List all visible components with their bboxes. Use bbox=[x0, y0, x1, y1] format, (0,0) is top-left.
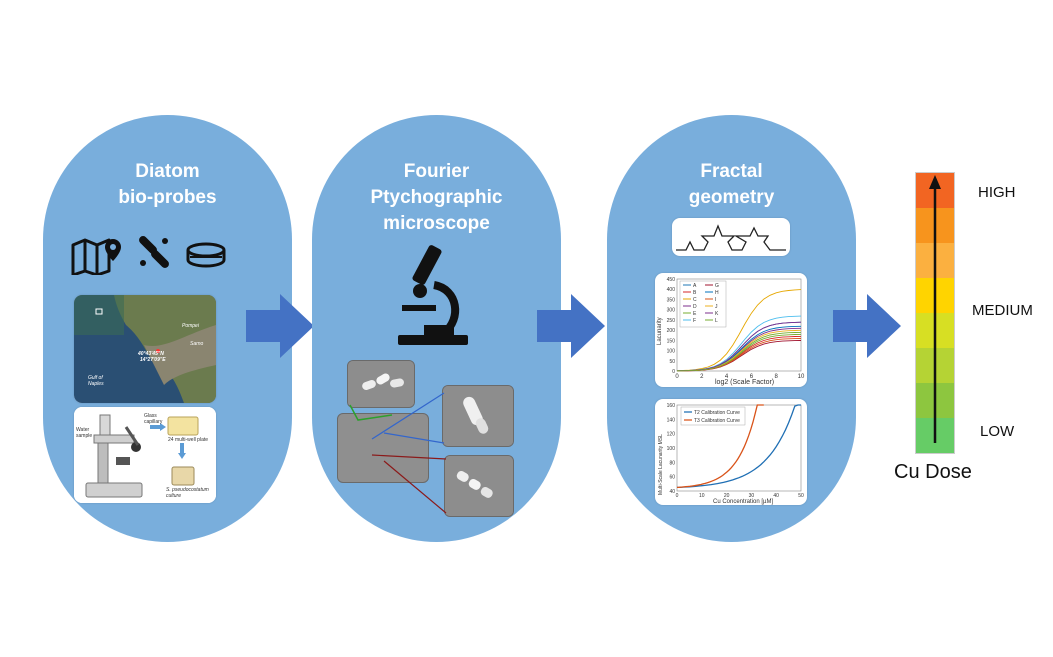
lacunarity-legend-box bbox=[679, 280, 727, 328]
lacunarity-legend-entry: A bbox=[693, 283, 697, 289]
lab-setup-image: Water sample Glass capillary 24 multi-we… bbox=[74, 407, 216, 503]
lacunarity-y-tick: 350 bbox=[667, 297, 676, 303]
calibration-x-tick: 50 bbox=[798, 493, 804, 499]
lacunarity-legend-entry: C bbox=[693, 297, 697, 303]
calibration-x-tick: 0 bbox=[676, 493, 679, 499]
lacunarity-y-label: Lacunarity bbox=[657, 317, 663, 345]
lacunarity-x-label: log2 (Scale Factor) bbox=[715, 379, 774, 386]
zoom-lines bbox=[349, 392, 447, 514]
lacunarity-legend-entry: G bbox=[715, 283, 719, 289]
calibration-curve bbox=[676, 404, 764, 489]
calibration-axes bbox=[676, 404, 802, 492]
calibration-y-tick: 60 bbox=[669, 475, 675, 481]
lacunarity-x-tick: 4 bbox=[725, 374, 729, 380]
calibration-legend-entry: T3 Calibration Curve bbox=[694, 418, 740, 424]
lacunarity-y-tick: 150 bbox=[667, 338, 676, 344]
lacunarity-y-tick: 400 bbox=[667, 287, 676, 293]
lacunarity-legend-entry: H bbox=[715, 290, 719, 296]
lacunarity-legend-entry: J bbox=[715, 304, 718, 310]
lacunarity-plot: 0 50 100 150 200 250 300 350 400 450 0 2 4 6 8 10 ABCDE… bbox=[657, 277, 805, 386]
microscopy-tile-zoom-1 bbox=[442, 385, 514, 447]
lab-label-glass-capillary: Glass capillary bbox=[144, 413, 163, 425]
map-label-pompei: Pompei bbox=[182, 323, 199, 329]
lacunarity-y-tick: 250 bbox=[667, 318, 676, 324]
microscopy-tile-zoom-2 bbox=[444, 455, 514, 517]
lacunarity-x-tick: 6 bbox=[750, 374, 754, 380]
lacunarity-x-tick: 8 bbox=[775, 374, 779, 380]
flow-arrow-3 bbox=[833, 294, 901, 358]
calibration-plot: 40 60 80 100 120 140 160 0 10 20 30 40 50 T2 Calibra… bbox=[658, 403, 804, 505]
calibration-x-label: Cu Concentration [µM] bbox=[713, 499, 773, 505]
lacunarity-legend-entry: F bbox=[693, 318, 696, 324]
dose-arrow bbox=[929, 175, 941, 443]
dose-caption: Cu Dose bbox=[894, 461, 972, 483]
lacunarity-legend-entry: I bbox=[715, 297, 716, 303]
dose-label-low: LOW bbox=[980, 423, 1015, 440]
satellite-map-image: Pompei Sarno Gulf of Naples 40°43'45"N 1… bbox=[74, 295, 216, 403]
calibration-x-tick: 10 bbox=[699, 493, 705, 499]
koch-curve-image bbox=[672, 218, 790, 256]
microscope-icon bbox=[398, 245, 468, 345]
lacunarity-x-tick: 2 bbox=[700, 374, 704, 380]
petri-dish-icon bbox=[186, 242, 226, 268]
map-icon bbox=[71, 238, 121, 275]
calibration-chart: 40 60 80 100 120 140 160 0 10 20 30 40 50 T2 Calibra… bbox=[655, 399, 807, 505]
calibration-y-tick: 120 bbox=[667, 432, 676, 438]
map-label-lon: 14°27'09"E bbox=[140, 357, 166, 363]
lacunarity-y-tick: 200 bbox=[667, 328, 676, 334]
calibration-y-tick: 100 bbox=[667, 446, 676, 452]
map-label-lat: 40°43'45"N bbox=[138, 351, 164, 357]
lab-label-water-sample: Water sample bbox=[76, 427, 93, 439]
calibration-y-label: Multi-Scale Lacunarity MSL bbox=[658, 434, 664, 495]
lacunarity-legend-entry: D bbox=[693, 304, 697, 310]
microscopy-tile-main bbox=[337, 413, 429, 483]
cu-dose-scale bbox=[915, 172, 955, 454]
lab-label-culture: S. pseudocostatum culture bbox=[166, 487, 209, 499]
lacunarity-y-tick: 100 bbox=[667, 349, 676, 355]
lacunarity-y-tick: 0 bbox=[672, 369, 675, 375]
lacunarity-legend-entry: K bbox=[715, 311, 719, 317]
panel-title: Fractal geometry bbox=[688, 161, 775, 208]
microscopy-tile-top bbox=[347, 360, 415, 408]
map-label-gulf: Gulf of Naples bbox=[88, 375, 104, 387]
lacunarity-x-tick: 10 bbox=[798, 374, 805, 380]
lab-label-multi-well-plate: 24 multi-well plate bbox=[168, 437, 209, 443]
calibration-y-tick: 80 bbox=[669, 460, 675, 466]
lacunarity-axes bbox=[676, 278, 802, 372]
panel-fourier-ptychographic-microscope: Fourier Ptychographic microscope bbox=[312, 115, 561, 542]
dose-label-medium: MEDIUM bbox=[972, 302, 1033, 319]
lacunarity-curve bbox=[676, 289, 802, 372]
calibration-y-tick: 140 bbox=[667, 417, 676, 423]
calibration-x-tick: 20 bbox=[724, 493, 730, 499]
panel-title: Fourier Ptychographic microscope bbox=[370, 161, 503, 234]
lab-drawing bbox=[74, 407, 216, 503]
calibration-x-tick: 40 bbox=[773, 493, 779, 499]
lacunarity-curve bbox=[676, 333, 802, 372]
lacunarity-x-tick: 0 bbox=[675, 374, 679, 380]
map-label-sarno: Sarno bbox=[190, 341, 204, 347]
panel-diatom-bio-probes: Diatom bio-probes Pompei Sarno Gulf of N bbox=[43, 115, 292, 542]
lacunarity-legend-entry: L bbox=[715, 318, 718, 324]
lacunarity-y-tick: 450 bbox=[667, 277, 676, 283]
bacteria-icon bbox=[139, 236, 169, 268]
map-drawing bbox=[74, 295, 216, 403]
lacunarity-legend-entry: E bbox=[693, 311, 697, 317]
lacunarity-y-tick: 50 bbox=[669, 359, 675, 365]
calibration-y-tick: 160 bbox=[667, 403, 676, 409]
flow-arrow-1 bbox=[246, 294, 314, 358]
flow-arrow-2 bbox=[537, 294, 605, 358]
panel-title: Diatom bio-probes bbox=[118, 161, 217, 208]
lacunarity-legend-entry: B bbox=[693, 290, 697, 296]
calibration-y-tick: 40 bbox=[669, 489, 675, 495]
lacunarity-y-tick: 300 bbox=[667, 308, 676, 314]
calibration-legend-entry: T2 Calibration Curve bbox=[694, 410, 740, 416]
calibration-curve bbox=[676, 404, 801, 489]
calibration-legend-box bbox=[680, 406, 746, 426]
dose-label-high: HIGH bbox=[978, 184, 1016, 201]
calibration-x-tick: 30 bbox=[749, 493, 755, 499]
